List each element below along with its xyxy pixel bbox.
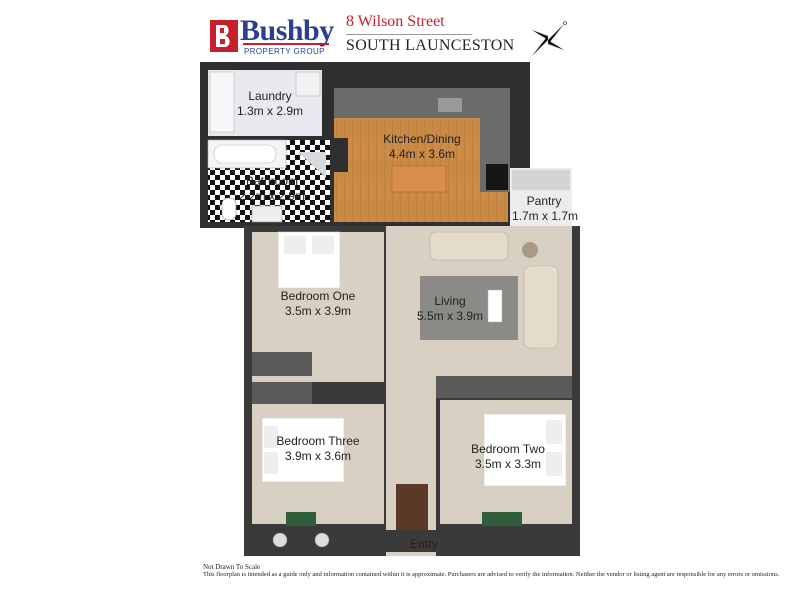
address-street: 8 Wilson Street — [346, 13, 445, 30]
bushby-logo-icon — [210, 20, 238, 52]
logo-wordmark: Bushby — [240, 14, 334, 47]
bathtub-inner — [213, 144, 277, 164]
wardrobe-one — [252, 352, 312, 376]
disclaimer-text: This floorplan is intended as a guide on… — [203, 571, 780, 578]
laundry-cabinet — [209, 71, 235, 133]
room-label-bathroom: Bathroom 2.2m x 2.9m — [234, 174, 310, 204]
entry-plant-b — [314, 532, 330, 548]
oven — [486, 164, 508, 190]
sofa-top — [429, 231, 509, 261]
bed-two-pillow-b — [546, 452, 562, 476]
kitchen-name: Kitchen/Dining — [383, 132, 461, 146]
bathroom-size: 2.2m x 2.9m — [238, 189, 306, 203]
pantry-name: Pantry — [526, 194, 562, 208]
laundry-machine — [295, 71, 321, 97]
room-label-laundry: Laundry 1.3m x 2.9m — [236, 89, 304, 119]
bedroom-three-name: Bedroom Three — [276, 434, 360, 448]
wardrobe-two — [436, 376, 572, 398]
coffee-table — [487, 289, 503, 323]
entry-door — [396, 484, 428, 530]
bedroom-two-name: Bedroom Two — [471, 442, 545, 456]
living-size: 5.5m x 3.9m — [416, 309, 484, 323]
room-label-pantry: Pantry 1.7m x 1.7m — [512, 194, 579, 224]
bedroom-one-name: Bedroom One — [280, 289, 356, 303]
room-label-entry: Entry — [410, 537, 439, 551]
bed-three-pillow-a — [264, 426, 278, 448]
not-to-scale-note: Not Drawn To Scale — [203, 563, 261, 571]
bed-one-pillow-b — [312, 236, 334, 254]
side-table — [522, 242, 538, 258]
pantry-shelf — [512, 170, 570, 190]
vanity — [251, 205, 283, 223]
room-label-bedroom-three: Bedroom Three 3.9m x 3.6m — [272, 434, 364, 464]
window-two — [482, 512, 522, 526]
address-divider — [346, 34, 472, 35]
living-name: Living — [434, 294, 466, 308]
room-label-kitchen: Kitchen/Dining 4.4m x 3.6m — [376, 132, 468, 162]
bed-three-pillow-b — [264, 452, 278, 474]
pantry-size: 1.7m x 1.7m — [512, 209, 579, 223]
logo-subtitle: PROPERTY GROUP — [244, 47, 325, 56]
room-label-bedroom-one: Bedroom One 3.5m x 3.9m — [276, 289, 360, 319]
entry-wall — [264, 530, 576, 552]
laundry-name: Laundry — [248, 89, 292, 103]
toilet — [221, 197, 237, 221]
wardrobe-three — [252, 382, 312, 404]
room-label-living: Living 5.5m x 3.9m — [412, 294, 488, 324]
sink — [438, 98, 462, 112]
bed-one-pillow-a — [284, 236, 306, 254]
north-arrow-icon — [532, 21, 567, 56]
laundry-size: 1.3m x 2.9m — [236, 104, 304, 118]
address-suburb: SOUTH LAUNCESTON — [346, 37, 515, 54]
bathroom-name: Bathroom — [245, 174, 299, 188]
room-label-bedroom-two: Bedroom Two 3.5m x 3.3m — [466, 442, 550, 472]
bedroom-one-size: 3.5m x 3.9m — [284, 304, 352, 318]
shower-corner — [298, 152, 326, 178]
kitchen-size: 4.4m x 3.6m — [388, 147, 456, 161]
bedroom-two-size: 3.5m x 3.3m — [474, 457, 542, 471]
logo-rule — [243, 43, 329, 45]
kitchen-wall-stub — [334, 138, 348, 172]
sofa-side — [523, 265, 559, 349]
bedroom-three-size: 3.9m x 3.6m — [284, 449, 352, 463]
window-three — [286, 512, 316, 526]
bed-two-pillow-a — [546, 420, 562, 444]
entry-plant-a — [272, 532, 288, 548]
dining-table — [391, 165, 447, 193]
